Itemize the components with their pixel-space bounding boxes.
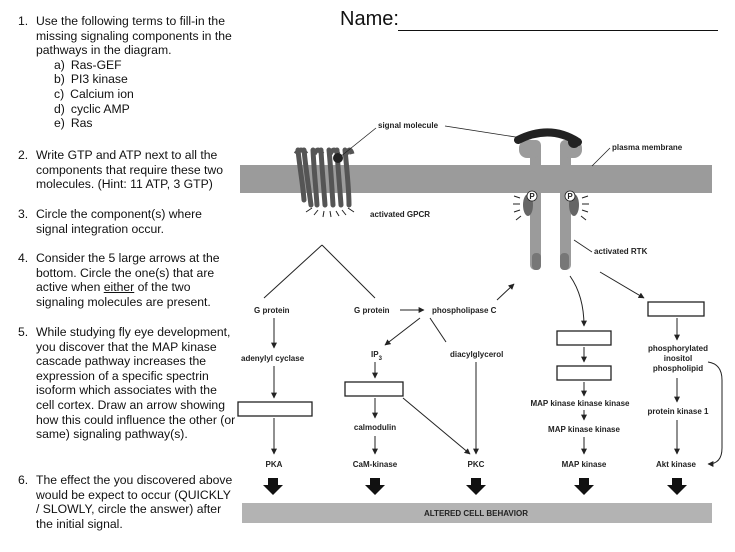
option-letter: b) — [54, 72, 65, 87]
option-letter: e) — [54, 116, 65, 131]
pkc-label: PKC — [468, 460, 485, 469]
question-number: 4. — [18, 251, 29, 265]
question-2: 2. Write GTP and ATP next to all the com… — [18, 148, 236, 192]
arrow — [402, 397, 471, 455]
option-letter: c) — [54, 86, 65, 101]
phospho-badge: P — [526, 190, 538, 202]
plasma-membrane — [240, 165, 712, 193]
ip3-text: IP — [371, 350, 379, 359]
phospho-label: P — [529, 192, 535, 201]
option-term: Ras-GEF — [70, 57, 122, 72]
question-number: 6. — [18, 473, 29, 487]
connector-line — [321, 244, 376, 299]
underlined-word: either — [103, 280, 135, 295]
output-arrow[interactable] — [574, 478, 594, 495]
question-number: 5. — [18, 325, 29, 339]
arrow — [707, 361, 723, 467]
activated-gpcr-label: activated GPCR — [370, 210, 430, 219]
rtk-receptor — [514, 128, 582, 270]
option-term: cyclic AMP — [70, 101, 130, 116]
connector-line — [429, 317, 447, 343]
option-term: PI3 kinase — [70, 72, 128, 87]
phospho-badge: P — [564, 190, 576, 202]
question-text: Use the following terms to fill-in the m… — [36, 14, 232, 58]
question-number: 3. — [18, 207, 29, 221]
calmodulin-label: calmodulin — [354, 423, 396, 432]
question-text: Circle the component(s) where signal int… — [36, 207, 202, 236]
blank-box-pi3-kinase[interactable] — [647, 301, 705, 317]
term-option: d) cyclic AMP — [54, 102, 236, 117]
akt-kinase-label: Akt kinase — [656, 460, 697, 469]
question-5: 5. While studying fly eye development, y… — [18, 325, 236, 442]
arrow — [496, 283, 515, 301]
diacylglycerol-label: diacylglycerol — [450, 350, 503, 359]
option-term: Calcium ion — [70, 86, 134, 101]
blank-box-ras[interactable] — [556, 365, 612, 381]
phosphorylated-inositol-label: inositol — [664, 354, 692, 363]
name-label: Name: — [340, 8, 399, 30]
phosphorylated-inositol-label: phosphorylated — [648, 344, 708, 353]
map-kinase-label: MAP kinase — [562, 460, 607, 469]
signal-molecule-label: signal molecule — [378, 121, 439, 130]
g-protein-label: G protein — [354, 306, 390, 315]
arrow — [569, 275, 587, 327]
plasma-membrane-label: plasma membrane — [612, 143, 683, 152]
question-number: 1. — [18, 14, 29, 28]
arrow — [599, 271, 645, 299]
output-arrow[interactable] — [263, 478, 283, 495]
term-option: a) Ras-GEF — [54, 58, 236, 73]
blank-box-camp[interactable] — [237, 401, 313, 417]
arrow — [384, 317, 421, 346]
question-4: 4. Consider the 5 large arrows at the bo… — [18, 251, 236, 309]
ip3-subscript: 3 — [379, 356, 383, 362]
blank-box-ras-gef[interactable] — [556, 330, 612, 346]
output-arrow[interactable] — [365, 478, 385, 495]
phospholipase-c-label: phospholipase C — [432, 306, 497, 315]
question-text: Write GTP and ATP next to all the compon… — [36, 148, 223, 192]
adenylyl-cyclase-label: adenylyl cyclase — [241, 354, 305, 363]
question-text: Consider the 5 large arrows at the botto… — [36, 251, 236, 309]
cam-kinase-label: CaM-kinase — [353, 460, 398, 469]
name-field[interactable] — [398, 30, 718, 31]
leader-line — [591, 147, 611, 167]
altered-behavior-bar — [242, 503, 712, 523]
option-letter: a) — [54, 57, 65, 72]
phosphorylated-inositol-label: phospholipid — [653, 364, 703, 373]
leader-line — [339, 127, 377, 158]
question-3: 3. Circle the component(s) where signal … — [18, 207, 236, 236]
protein-kinase-1-label: protein kinase 1 — [648, 407, 709, 416]
output-arrow[interactable] — [466, 478, 486, 495]
gpcr-activation-marks — [305, 207, 355, 218]
term-list: a)Ras-GEF b)PI3 kinase c)Calcium ion d)c… — [54, 58, 236, 131]
rtk-activation-marks — [513, 195, 589, 221]
option-term: Ras — [70, 116, 93, 131]
map-kkk-label: MAP kinase kinase kinase — [530, 399, 630, 408]
map-kk-label: MAP kinase kinase — [548, 425, 620, 434]
term-option: e) Ras — [54, 116, 236, 131]
text-part: Consider the 5 large arrows at the botto… — [36, 251, 220, 295]
leader-line — [444, 125, 523, 139]
altered-behavior-label: ALTERED CELL BEHAVIOR — [424, 509, 528, 518]
g-protein-label: G protein — [254, 306, 290, 315]
question-6: 6. The effect the you discovered above w… — [18, 473, 236, 531]
gpcr-receptor — [293, 147, 355, 208]
blank-box-calcium[interactable] — [344, 381, 404, 397]
phospho-label: P — [567, 192, 573, 201]
term-option: b) PI3 kinase — [54, 72, 236, 87]
question-1: 1. Use the following terms to fill-in th… — [18, 14, 236, 131]
term-option: c) Calcium ion — [54, 87, 236, 102]
text-part: of the two signaling molecules are prese… — [36, 280, 211, 309]
ip3-label: IP3 — [371, 350, 383, 362]
connector-line — [263, 244, 323, 299]
activated-rtk-label: activated RTK — [594, 247, 648, 256]
pka-label: PKA — [266, 460, 283, 469]
output-arrow[interactable] — [667, 478, 687, 495]
leader-line — [573, 239, 593, 253]
question-number: 2. — [18, 148, 29, 162]
question-text: The effect the you discovered above woul… — [36, 473, 233, 531]
option-letter: d) — [54, 101, 65, 116]
question-text: While studying fly eye development, you … — [36, 325, 236, 442]
